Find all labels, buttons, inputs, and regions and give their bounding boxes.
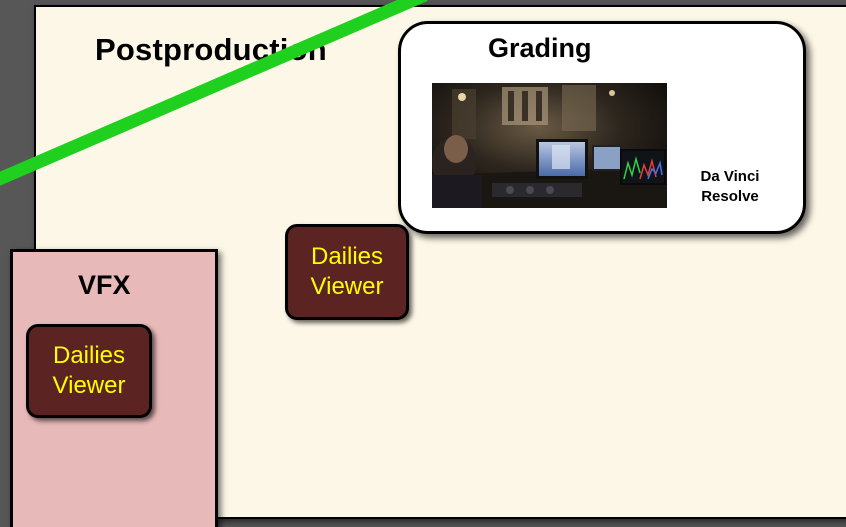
dailies-viewer-vfx: Dailies Viewer [26, 324, 152, 418]
dailies-viewer-postproduction-line2: Viewer [310, 273, 384, 300]
postproduction-title: Postproduction [95, 32, 327, 67]
davinci-resolve-label-line2: Resolve [701, 188, 759, 205]
dailies-viewer-vfx-line1: Dailies [52, 342, 126, 369]
vfx-title: VFX [78, 270, 131, 300]
grading-suite-photo-art [432, 83, 667, 208]
davinci-resolve-label-line1: Da Vinci [700, 168, 760, 185]
grading-suite-photo [432, 83, 667, 208]
grading-title: Grading [488, 33, 592, 63]
dailies-viewer-postproduction: Dailies Viewer [285, 224, 409, 320]
davinci-resolve-label: Da Vinci Resolve [690, 167, 770, 207]
dailies-viewer-vfx-line2: Viewer [52, 372, 126, 399]
dailies-viewer-postproduction-line1: Dailies [310, 243, 384, 270]
